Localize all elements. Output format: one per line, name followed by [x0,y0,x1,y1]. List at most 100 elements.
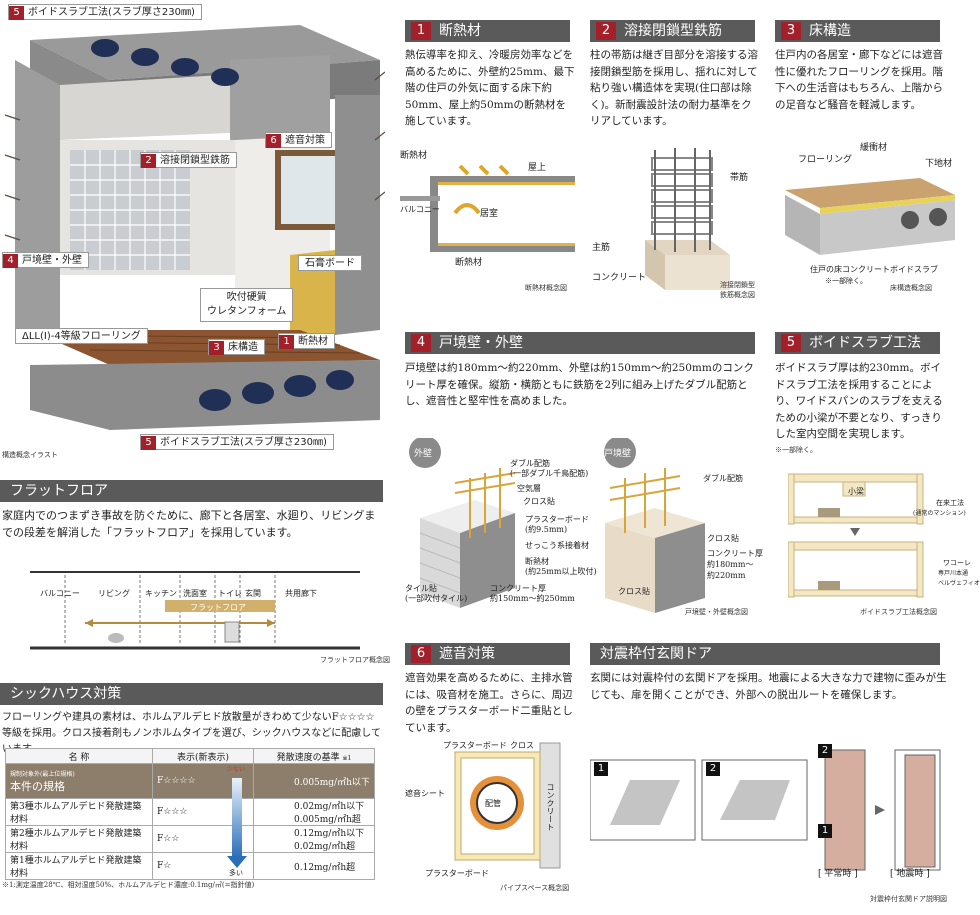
pipe-label-a: プラスターボード [443,741,507,750]
door-header: 対震枠付玄関ドア [590,643,940,665]
col-name: 名 称 [5,748,153,764]
emission-arrow-icon [227,778,247,868]
pipe-space-diagram: プラスターボード クロス 遮音シート 配管 コンクリート プラスターボード [405,738,575,888]
door-num-2: 2 [706,762,720,776]
outer-label-d: クロス貼 [523,497,555,506]
wall-diagram: 外壁 戸境壁 ダブル配筋 (一部ダブル千鳥配筋) 空気層 クロス貼 プラスターボ… [405,436,763,618]
cell-rate: 0.12mg/㎡h超 [253,852,375,880]
section2-caption-2: 鉄筋概念図 [720,291,755,299]
floor-note-2: ※一部除く。 [825,277,867,285]
void-label-new-3: ベルヴェフィオ [938,580,980,587]
section1-text: 熱伝導率を抑え、冷暖房効率などを高めるために、外壁約25mm、最下階の住戸の外気… [405,49,575,127]
section6-text: 遮音効果を高めるために、主排水管には、吸音材を施工。さらに、周辺の壁をプラスター… [405,672,573,734]
floor-drawing [785,178,955,255]
emission-arrow [225,770,249,870]
rebar-label-b: 主筋 [592,243,611,253]
section5-note: ※一部除く。 [775,446,817,454]
room-balcony: バルコニー [40,589,80,598]
outer-label-l: コンクリート厚 [490,584,546,593]
sick-house-header: シックハウス対策 [0,683,383,705]
pipe-label-c: 遮音シート [405,789,445,798]
void-label-old-1: 在来工法 [936,499,964,507]
outer-label-e: プラスターボード [525,515,589,524]
arrow-less-label: 少ない [227,766,246,773]
section3-text: 住戸内の各居室・廊下などには遮音性に優れたフローリングを採用。階下への生活音はも… [775,49,943,111]
void-label-beam: 小梁 [848,487,864,496]
door-num-1: 1 [594,762,608,776]
outer-label-k: (一部吹付タイル) [405,594,468,603]
room-living: リビング [98,589,130,598]
flat-floor-drawing [30,571,360,650]
col-rate: 発散速度の基準 ※1 [253,748,375,764]
room-corridor: 共用廊下 [285,589,317,598]
sick-house-footnote: ※1:測定温度28℃、相対湿度50%、ホルムアルデヒド濃度:0.1mg/㎥(=指… [2,881,255,889]
table-row: 規制対象外(最上位規格)本件の規格 F☆☆☆☆ 0.005mg/㎡h以下 [5,763,375,799]
room-kitchen: キッチン [145,589,177,598]
inner-label-c: コンクリート厚 [707,549,763,558]
section6-caption: パイプスペース概念図 [500,884,570,892]
ins-label-b: 屋上 [528,163,547,173]
outer-wall-circle: 外壁 [414,449,433,459]
rebar-label-a: 帯筋 [730,173,749,183]
door-diagram: 1 2 2 1 [ 平常時 ] [ 地震時 ] [589,740,980,890]
tag-urethane: 吹付硬質 ウレタンフォーム [200,288,294,322]
section4-text: 戸境壁は約180mm～約220mm、外壁は約150mm～約250mmのコンクリー… [405,362,754,407]
inner-label-f: クロス貼 [618,587,650,596]
cell-name: 第1種ホルムアルデヒド発散建築材料 [5,852,153,880]
inner-label-d: 約180mm～ [707,560,754,569]
outer-label-c: 空気層 [517,484,541,493]
ins-label-c: 居室 [480,209,499,219]
outer-label-j: タイル貼 [405,584,437,593]
outer-label-m: 約150mm～約250mm [490,594,575,603]
floor-label-b: 緩衝材 [860,143,888,153]
section3-caption: 床構造概念図 [890,284,932,292]
cell-rate: 0.02mg/㎡h以下 0.005mg/㎡h超 [253,798,375,826]
cell-rate: 0.005mg/㎡h以下 [253,763,375,799]
room-entrance: 玄関 [245,589,261,598]
floor-note-1: 住戸の床コンクリートボイドスラブ [810,265,938,274]
inner-wall-circle: 戸境壁 [604,449,632,459]
rebar-label-c: コンクリート [592,273,647,283]
flat-floor-caption: フラットフロア概念図 [320,656,390,664]
outer-label-f: (約9.5mm) [525,525,568,534]
rebar-drawing [645,148,730,290]
section2-text: 柱の帯筋は継ぎ目部分を溶接する溶接閉鎖型筋を採用し、揺れに対して粘り強い構造体を… [590,49,758,127]
door-text: 玄関には対震枠付の玄関ドアを採用。地震による大きな力で建物に歪みが生じても、扉を… [590,672,947,701]
section5-text: ボイドスラブ厚は約230mm。ボイドスラブ工法を採用することにより、ワイドスパン… [775,362,943,440]
pipe-label-f: プラスターボード [425,869,489,878]
outer-label-g: せっこう系接着材 [525,541,589,550]
cell-name: 第3種ホルムアルデヒド発散建築材料 [5,798,153,826]
inner-label-a: ダブル配筋 [703,474,743,483]
flat-floor-diagram: バルコニー リビング キッチン 洗面室 トイレ 玄関 共用廊下 フラットフロア [30,560,360,655]
table-header-row: 名 称 表示(新表示) 発散速度の基準 ※1 [5,748,375,764]
room-toilet: トイレ [218,589,242,598]
void-label-old-2: (通常のマンション) [913,510,966,517]
outer-label-h: 断熱材 [525,557,549,566]
insulation-drawing [400,164,575,252]
flat-floor-arrow-label: フラットフロア [190,603,246,612]
outer-label-i: (約25mm以上吹付) [525,567,597,576]
door-caption: 対震枠付玄関ドア説明図 [870,895,947,903]
ins-label-d: バルコニー [400,205,440,214]
structure-drawing [4,25,386,430]
col-mark: 表示(新表示) [152,748,254,764]
ins-label-e: 断熱材 [455,258,483,268]
void-slab-drawing [787,473,924,598]
void-slab-diagram: 小梁 在来工法 (通常のマンション) ワコーレ 専戸川本通 ベルヴェフィオ [787,462,980,612]
door-quake-label: [ 地震時 ] [890,869,930,879]
floor-diagram: フローリング 緩衝材 下地材 住戸の床コンクリートボイドスラブ ※一部除く。 [780,140,970,295]
floor-label-c: 下地材 [925,159,953,169]
pipe-space-drawing [454,742,561,869]
